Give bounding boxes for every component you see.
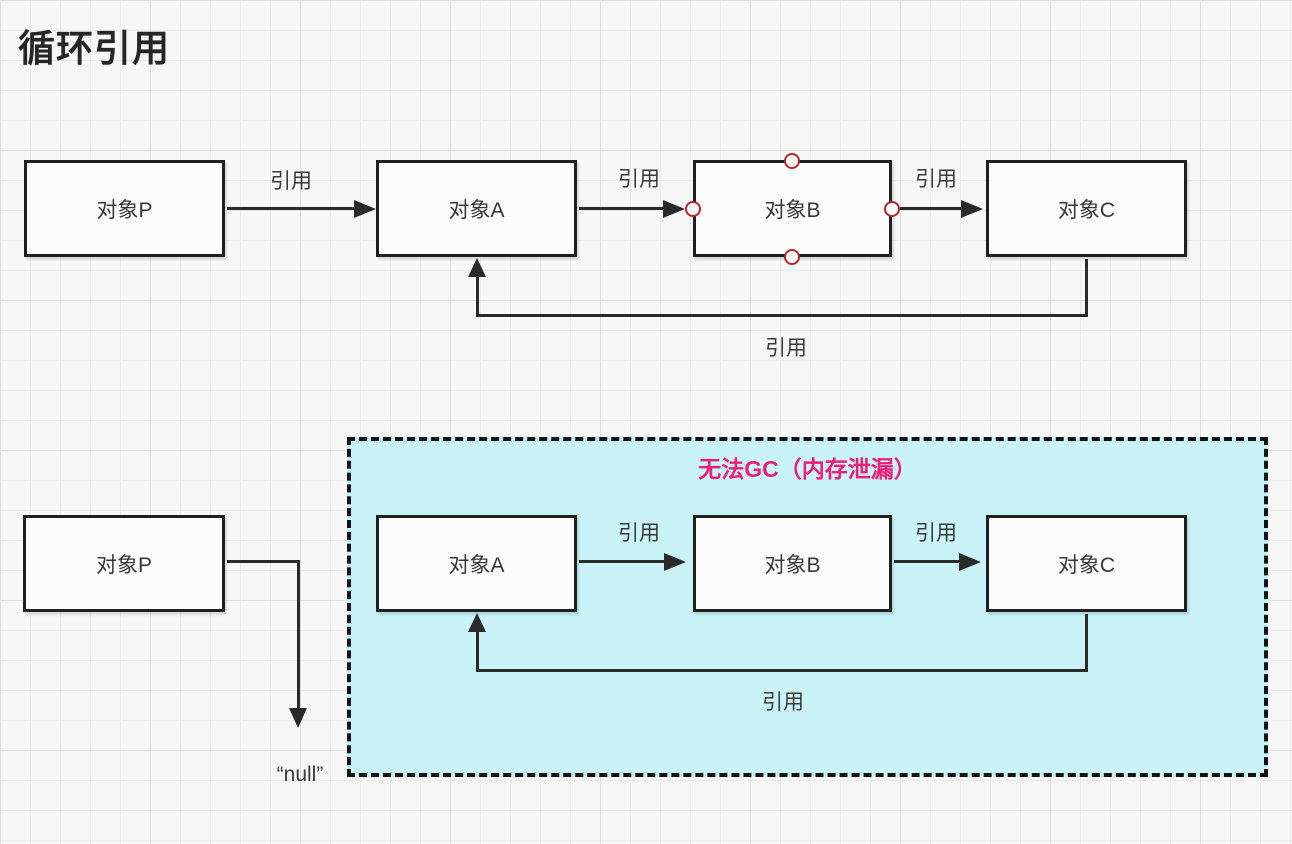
node-label: 对象C [1057, 553, 1116, 577]
edge-p-null-line-across [227, 560, 300, 563]
edge-b-c-line [900, 207, 963, 210]
edge-c-a-bottom-line-up [476, 631, 479, 672]
edge-c-a-line-down [1085, 259, 1088, 317]
connection-handle-bottom[interactable] [784, 249, 800, 265]
node-label: 对象B [764, 553, 821, 577]
edge-p-a-line [227, 207, 356, 210]
page-title: 循环引用 [18, 28, 170, 69]
gc-zone-title: 无法GC（内存泄漏） [698, 456, 917, 482]
node-object-p-bottom[interactable]: 对象P [23, 515, 225, 612]
edge-c-a-arrowhead-icon [468, 258, 486, 277]
node-object-a-top[interactable]: 对象A [376, 160, 577, 257]
node-label: 对象A [448, 553, 505, 577]
edge-a-b-label: 引用 [618, 168, 660, 191]
edge-b-c-bottom-line [894, 560, 961, 563]
edge-a-b-line [579, 207, 667, 210]
connection-handle-right[interactable] [884, 201, 900, 217]
edge-c-a-label: 引用 [765, 337, 807, 360]
edge-p-null-line-down [297, 560, 300, 710]
node-label: 对象B [764, 198, 821, 222]
node-label: 对象C [1057, 198, 1116, 222]
edge-b-c-bottom-arrowhead-icon [959, 553, 981, 571]
node-object-c-bottom[interactable]: 对象C [986, 515, 1187, 612]
edge-c-a-bottom-line-down [1085, 614, 1088, 672]
node-label: 对象A [448, 198, 505, 222]
edge-c-a-bottom-line-across [476, 669, 1088, 672]
connection-handle-top[interactable] [784, 153, 800, 169]
null-value-label: “null” [276, 763, 324, 786]
node-object-c-top[interactable]: 对象C [986, 160, 1187, 257]
node-label: 对象P [95, 553, 152, 577]
edge-a-b-bottom-label: 引用 [618, 522, 660, 545]
edge-p-null-arrowhead-icon [289, 708, 307, 728]
edge-a-b-bottom-line [579, 560, 664, 563]
edge-b-c-bottom-label: 引用 [915, 522, 957, 545]
node-label: 对象P [96, 198, 153, 222]
edge-a-b-arrowhead-icon [663, 200, 685, 218]
edge-b-c-arrowhead-icon [961, 200, 983, 218]
node-object-b-bottom[interactable]: 对象B [693, 515, 892, 612]
node-object-a-bottom[interactable]: 对象A [376, 515, 577, 612]
edge-c-a-line-across [476, 314, 1088, 317]
node-object-p-top[interactable]: 对象P [24, 160, 225, 257]
edge-a-b-bottom-arrowhead-icon [664, 553, 686, 571]
edge-c-a-bottom-label: 引用 [762, 691, 804, 714]
edge-p-a-label: 引用 [270, 170, 312, 193]
node-object-b-top[interactable]: 对象B [693, 160, 892, 257]
edge-p-a-arrowhead-icon [354, 200, 376, 218]
edge-c-a-line-up [476, 276, 479, 317]
edge-c-a-bottom-arrowhead-icon [468, 613, 486, 632]
connection-handle-left[interactable] [685, 201, 701, 217]
edge-b-c-label: 引用 [915, 168, 957, 191]
